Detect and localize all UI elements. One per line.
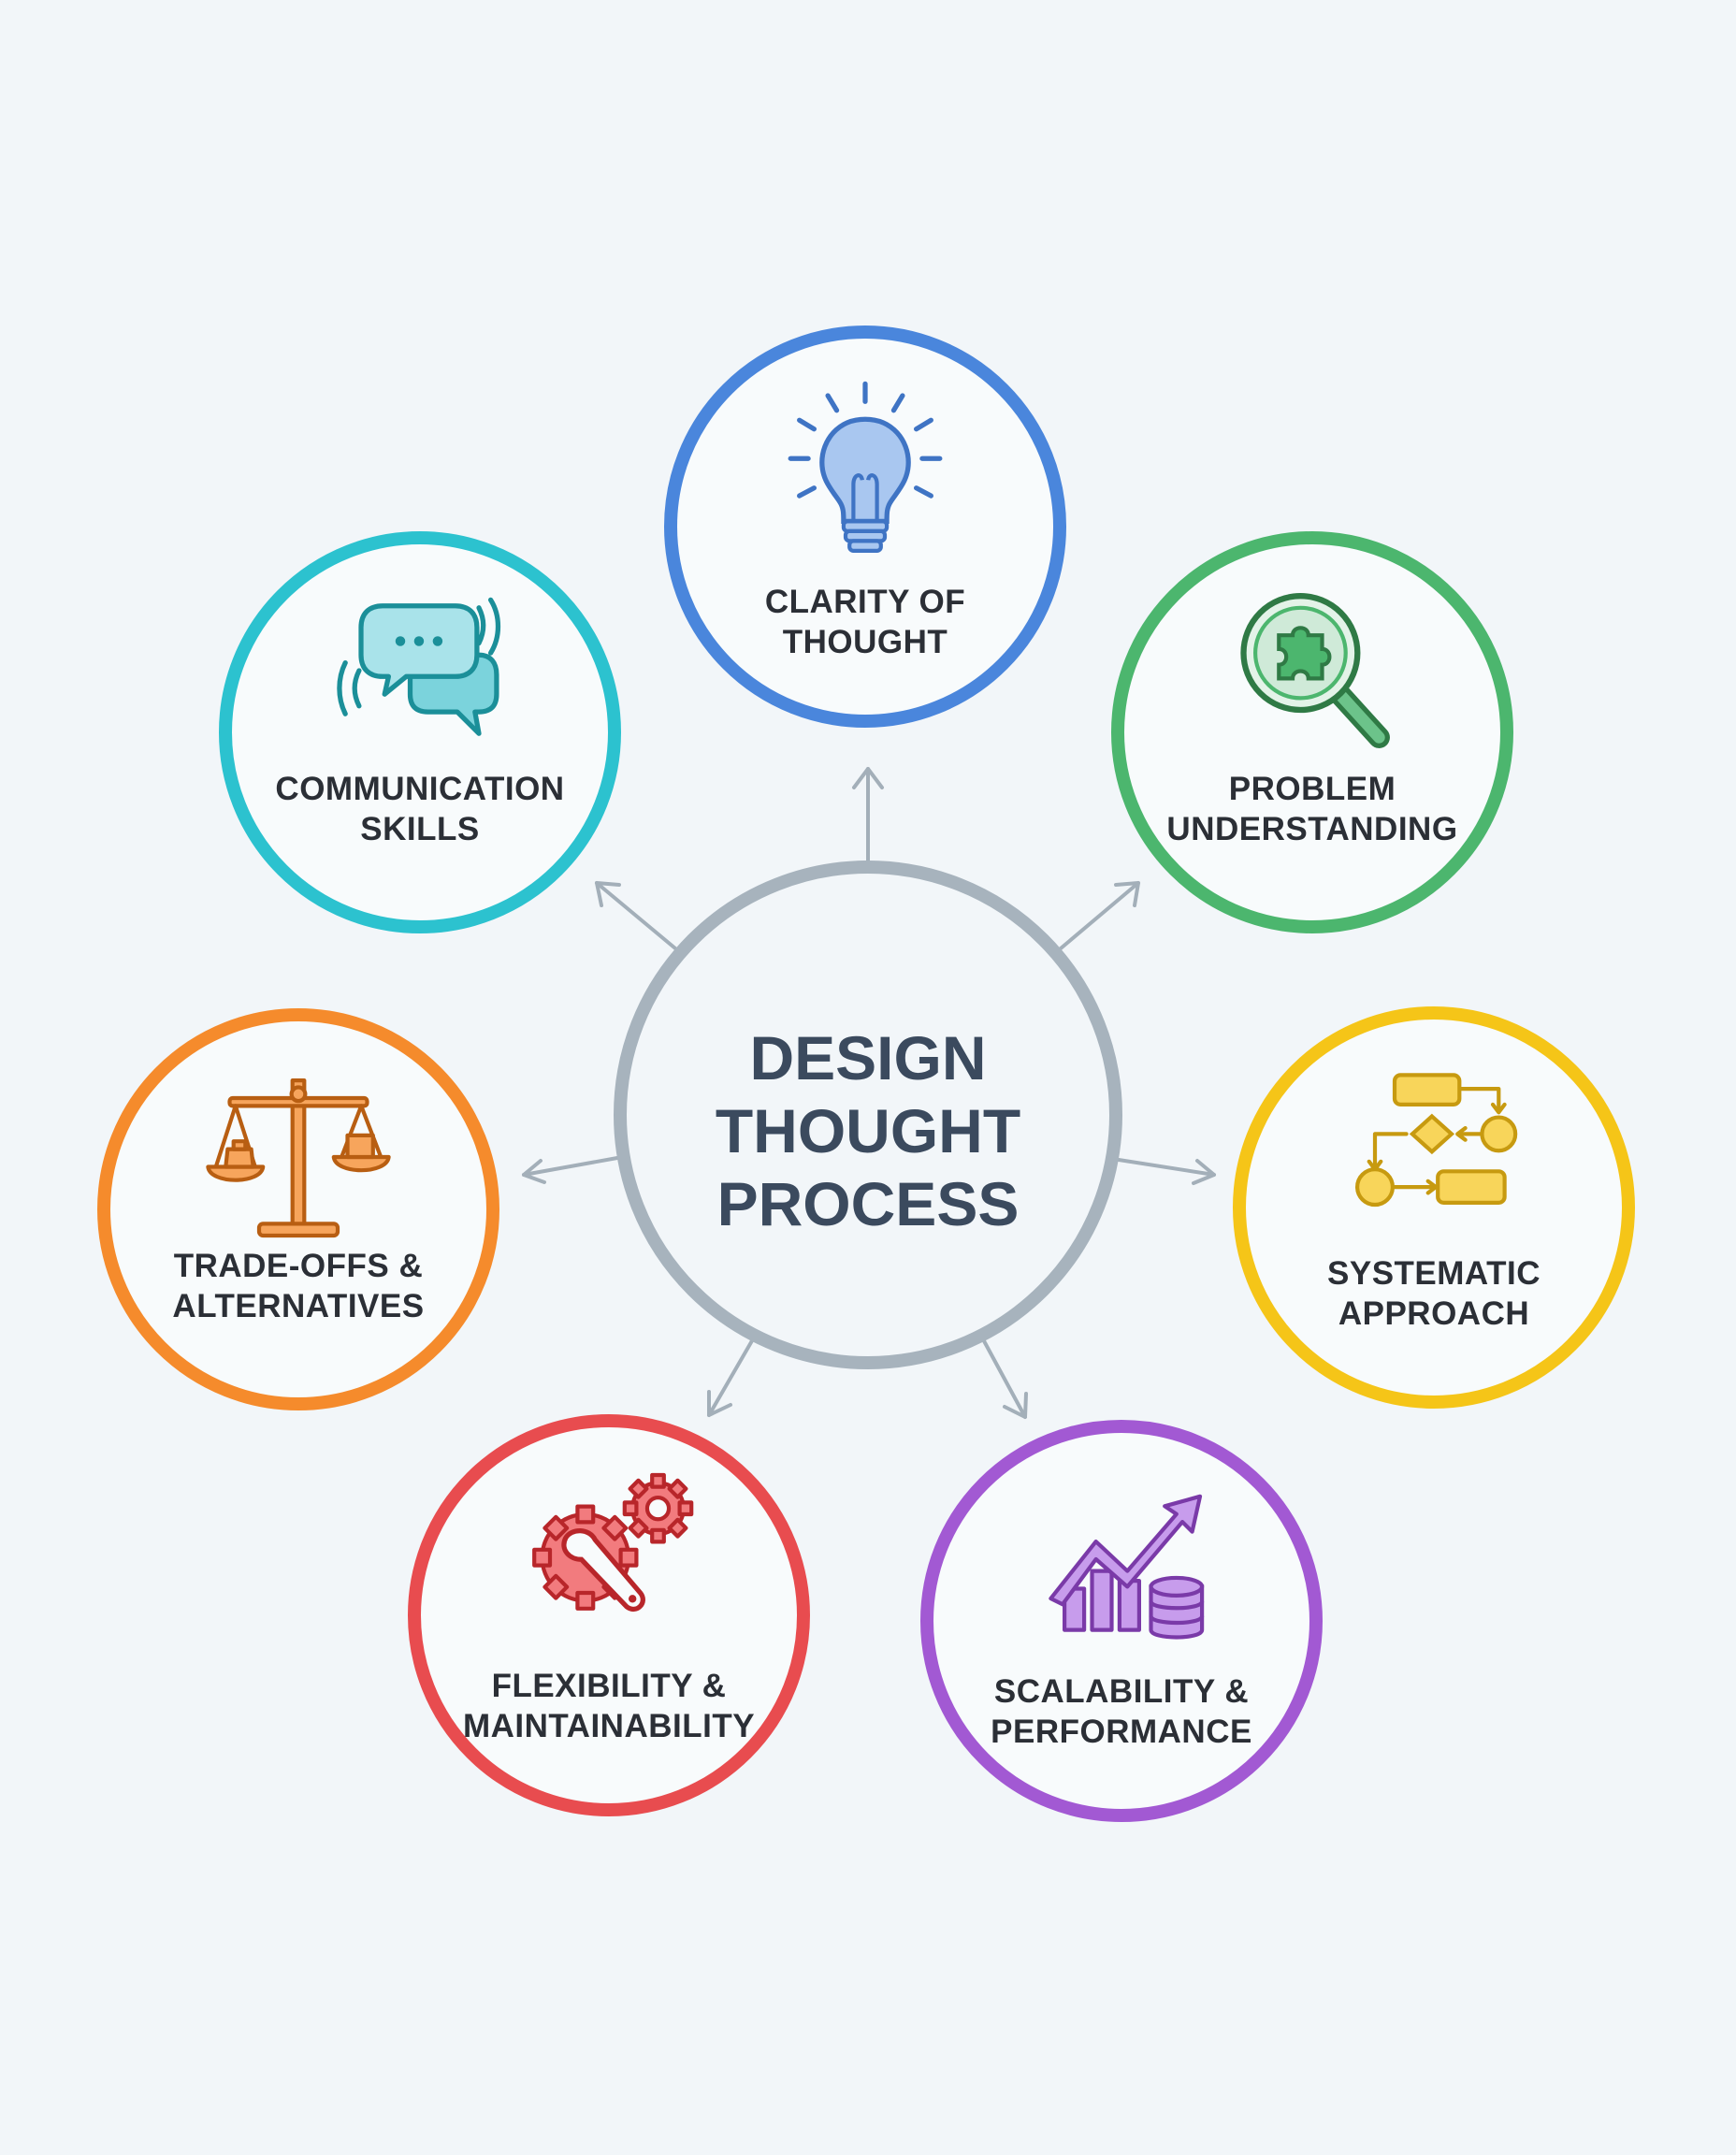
node-label-line-1: SYSTEMATIC <box>1327 1255 1541 1292</box>
node-label-line-2: PERFORMANCE <box>991 1714 1252 1750</box>
node-flexibility-maintainability: FLEXIBILITY & MAINTAINABILITY <box>408 1414 810 1816</box>
node-label-line-2: APPROACH <box>1338 1295 1530 1332</box>
arrow-to-communication <box>595 881 677 950</box>
node-label: CLARITY OF THOUGHT <box>696 582 1034 662</box>
arrow-to-tradeoffs <box>522 1156 619 1184</box>
node-tradeoffs-alternatives: TRADE-OFFS & ALTERNATIVES <box>97 1008 499 1410</box>
node-label: SYSTEMATIC APPROACH <box>1265 1253 1603 1334</box>
balance-scale-icon <box>200 1059 397 1255</box>
lightbulb-icon <box>767 376 963 572</box>
node-label-line-1: TRADE-OFFS & <box>173 1248 424 1284</box>
node-clarity-of-thought: CLARITY OF THOUGHT <box>664 325 1066 728</box>
node-problem-understanding: PROBLEM UNDERSTANDING <box>1111 531 1513 933</box>
node-label: FLEXIBILITY & MAINTAINABILITY <box>440 1666 778 1746</box>
arrow-to-scalability <box>980 1336 1028 1419</box>
magnifier-puzzle-icon <box>1214 572 1410 769</box>
node-label-line-1: FLEXIBILITY & <box>491 1668 727 1704</box>
node-communication-skills: COMMUNICATION SKILLS <box>219 531 621 933</box>
center-title: DESIGN THOUGHT PROCESS <box>627 1021 1109 1240</box>
arrow-to-systematic <box>1117 1158 1216 1185</box>
node-label: PROBLEM UNDERSTANDING <box>1143 769 1482 849</box>
center-title-line-3: PROCESS <box>716 1169 1020 1238</box>
node-label-line-2: MAINTAINABILITY <box>462 1708 756 1744</box>
node-label: SCALABILITY & PERFORMANCE <box>952 1671 1291 1752</box>
node-label-line-1: SCALABILITY & <box>993 1673 1250 1710</box>
node-label-line-1: COMMUNICATION <box>275 771 565 807</box>
center-hub: DESIGN THOUGHT PROCESS <box>614 861 1122 1369</box>
arrow-to-problem <box>1059 881 1140 950</box>
node-label-line-2: ALTERNATIVES <box>172 1288 425 1324</box>
arrow-to-clarity <box>852 767 884 862</box>
center-title-line-2: THOUGHT <box>715 1096 1021 1165</box>
flowchart-icon <box>1336 1048 1532 1244</box>
node-label-line-2: THOUGHT <box>782 624 948 660</box>
center-title-line-1: DESIGN <box>749 1023 987 1092</box>
node-systematic-approach: SYSTEMATIC APPROACH <box>1233 1006 1635 1409</box>
node-label: COMMUNICATION SKILLS <box>251 769 589 849</box>
node-label-line-1: PROBLEM <box>1228 771 1396 807</box>
node-scalability-performance: SCALABILITY & PERFORMANCE <box>920 1420 1323 1822</box>
growth-chart-icon <box>1023 1461 1220 1657</box>
node-label-line-1: CLARITY OF <box>764 584 966 620</box>
arrow-to-flexibility <box>707 1336 756 1417</box>
speech-bubbles-icon <box>322 572 518 769</box>
gear-wrench-icon <box>511 1455 707 1652</box>
node-label-line-2: SKILLS <box>360 811 480 847</box>
node-label-line-2: UNDERSTANDING <box>1166 811 1458 847</box>
node-label: TRADE-OFFS & ALTERNATIVES <box>129 1246 468 1326</box>
